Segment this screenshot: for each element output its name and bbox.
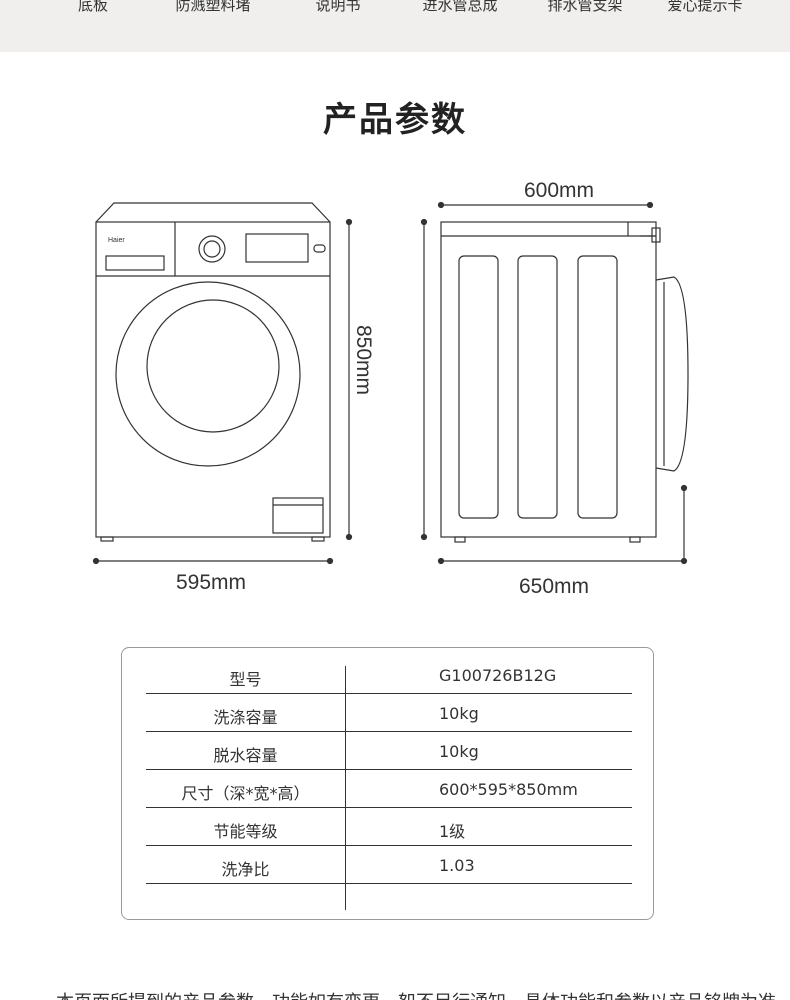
dimension-drawings: Haier 595mm 850mm 600mm 650mm <box>92 179 689 598</box>
brand-logo: Haier <box>108 237 125 244</box>
accessory-label: 进水管总成 <box>422 0 498 14</box>
spec-value: G100726B12G <box>439 666 557 685</box>
spec-label: 洗净比 <box>221 860 270 879</box>
table-row: 洗净比 1.03 <box>146 846 632 884</box>
spec-value: 1级 <box>439 822 466 841</box>
table-row: 节能等级 1级 <box>146 808 632 846</box>
accessory-label: 底板 <box>77 0 109 14</box>
spec-value: 10kg <box>439 704 479 723</box>
spec-label: 型号 <box>229 670 262 689</box>
table-row: 洗涤容量 10kg <box>146 694 632 732</box>
spec-value: 10kg <box>439 742 479 761</box>
spec-value: 1.03 <box>439 856 475 875</box>
spec-label: 脱水容量 <box>213 746 278 765</box>
spec-value: 600*595*850mm <box>439 780 578 799</box>
accessory-label: 排水管支架 <box>547 0 623 14</box>
accessory-label: 防溅塑料堵 <box>175 0 251 14</box>
washer-front-view <box>95 202 331 542</box>
spec-table: 型号 G100726B12G 洗涤容量 10kg 脱水容量 10kg 尺寸（深*… <box>121 647 654 920</box>
spec-label: 洗涤容量 <box>213 708 278 727</box>
section-title: 产品参数 <box>323 100 467 140</box>
height-label: 850mm <box>352 325 375 395</box>
footer-note: 本页面所提到的产品参数、功能如有变更，恕不另行通知，具体功能和参数以产品铭牌为准 <box>56 988 776 1000</box>
accessory-label: 说明书 <box>315 0 361 14</box>
table-row: 脱水容量 10kg <box>146 732 632 770</box>
side-top-width-label: 600mm <box>524 179 594 202</box>
table-row: 型号 G100726B12G <box>146 656 632 694</box>
accessory-label: 爱心提示卡 <box>667 0 743 14</box>
accessories-strip: 底板 防溅塑料堵 说明书 进水管总成 排水管支架 爱心提示卡 <box>0 0 790 52</box>
front-width-label: 595mm <box>176 571 246 594</box>
washer-side-view <box>440 221 689 543</box>
table-divider <box>345 666 346 910</box>
spec-label: 尺寸（深*宽*高） <box>181 784 310 803</box>
table-row: 尺寸（深*宽*高） 600*595*850mm <box>146 770 632 808</box>
spec-label: 节能等级 <box>213 822 278 841</box>
side-depth-label: 650mm <box>519 575 589 598</box>
